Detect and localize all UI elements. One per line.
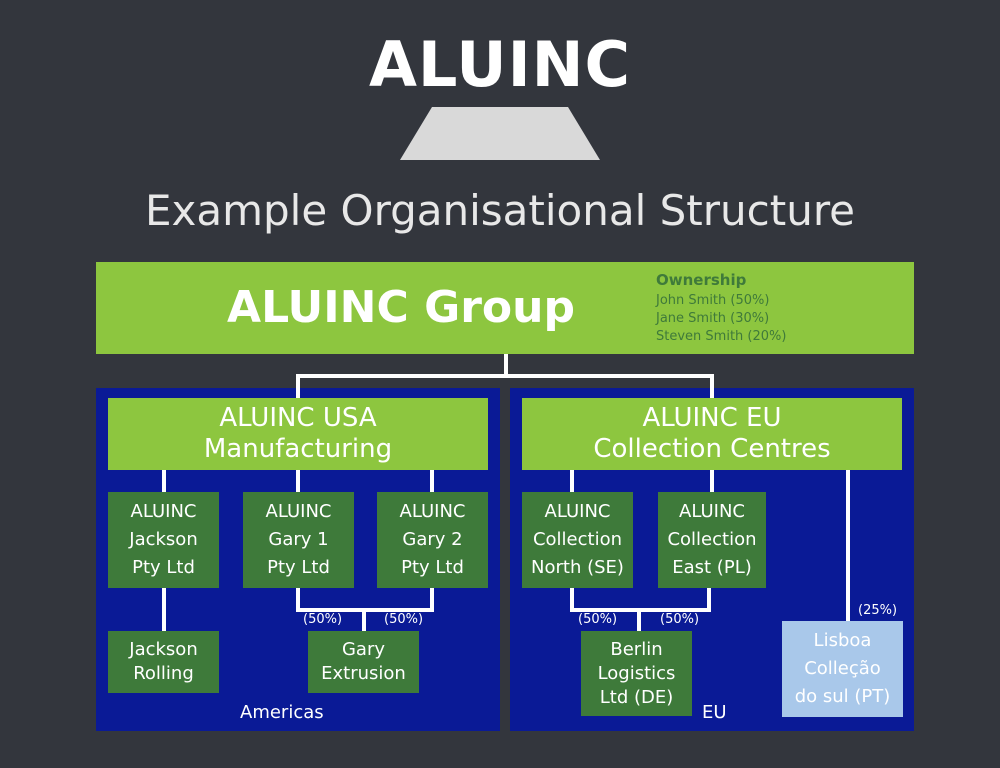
entity-gary1: ALUINC Gary 1 Pty Ltd [243, 492, 354, 588]
entity-line: North (SE) [531, 557, 624, 578]
ownership-percent: (50%) [578, 612, 618, 627]
connector-line [504, 354, 508, 376]
entity-line: Pty Ltd [267, 557, 330, 578]
entity-jackson-rolling: Jackson Rolling [108, 631, 219, 693]
ownership-heading: Ownership [656, 271, 747, 289]
entity-gary2: ALUINC Gary 2 Pty Ltd [377, 492, 488, 588]
entity-line: Pty Ltd [401, 557, 464, 578]
connector-line [570, 470, 574, 492]
entity-collection-east: ALUINC Collection East (PL) [658, 492, 766, 588]
connector-line [296, 470, 300, 492]
entity-line: Gary 2 [402, 529, 463, 550]
entity-line: Gary 1 [268, 529, 329, 550]
entity-line: Jackson [129, 529, 198, 550]
group-box [96, 262, 914, 354]
logo-trapezoid-icon [400, 107, 600, 160]
region-label-eu: EU [702, 702, 727, 723]
entity-lisboa: Lisboa Colleção do sul (PT) [782, 621, 903, 717]
entity-line: ALUINC [265, 501, 332, 522]
division-usa: ALUINC USA Manufacturing [108, 398, 488, 470]
group-title: ALUINC Group [227, 282, 575, 333]
entity-line: do sul (PT) [794, 686, 891, 707]
owner-item: John Smith (50%) [656, 293, 770, 308]
entity-line: Gary [341, 639, 386, 660]
entity-jackson: ALUINC Jackson Pty Ltd [108, 492, 219, 588]
entity-line: ALUINC [544, 501, 611, 522]
entity-line: Jackson [129, 639, 198, 660]
division-eu: ALUINC EU Collection Centres [522, 398, 902, 470]
connector-line [707, 588, 711, 612]
entity-line: Ltd (DE) [599, 686, 674, 708]
connector-line [162, 588, 166, 631]
entity-line: Colleção [804, 658, 881, 679]
entity-line: Lisboa [813, 630, 872, 651]
entity-line: Extrusion [321, 663, 406, 684]
ownership-percent: (50%) [384, 612, 424, 627]
owner-item: Steven Smith (20%) [656, 329, 787, 344]
ownership-percent: (25%) [858, 603, 898, 618]
ownership-percent: (50%) [660, 612, 700, 627]
entity-line: ALUINC [679, 501, 745, 522]
entity-line: ALUINC [399, 501, 466, 522]
page-subtitle: Example Organisational Structure [144, 186, 856, 235]
connector-line [162, 470, 166, 492]
connector-line [296, 588, 300, 612]
division-line: ALUINC USA [219, 403, 377, 433]
region-label-americas: Americas [240, 702, 324, 723]
entity-line: Pty Ltd [132, 557, 195, 578]
entity-line: Collection [532, 529, 623, 550]
connector-line [570, 588, 574, 612]
entity-line: Berlin [610, 638, 663, 660]
connector-line [710, 374, 714, 400]
entity-line: Logistics [597, 662, 676, 684]
entity-collection-north: ALUINC Collection North (SE) [522, 492, 633, 588]
connector-line [430, 470, 434, 492]
connector-line [710, 470, 714, 492]
entity-line: Collection [667, 529, 757, 550]
division-line: Collection Centres [593, 434, 831, 464]
connector-line [362, 608, 366, 631]
connector-line [846, 470, 850, 621]
entity-line: Rolling [133, 663, 194, 684]
owner-item: Jane Smith (30%) [656, 311, 770, 326]
entity-berlin-logistics: Berlin Logistics Ltd (DE) [581, 631, 692, 716]
connector-line [637, 608, 641, 631]
logo-text: ALUINC [368, 28, 632, 101]
connector-line [296, 374, 714, 378]
entity-line: ALUINC [130, 501, 197, 522]
connector-line [430, 588, 434, 612]
entity-gary-extrusion: Gary Extrusion [308, 631, 419, 693]
division-line: ALUINC EU [642, 403, 782, 433]
division-line: Manufacturing [203, 434, 393, 464]
ownership-percent: (50%) [303, 612, 343, 627]
entity-line: East (PL) [672, 557, 752, 578]
connector-line [296, 374, 300, 400]
